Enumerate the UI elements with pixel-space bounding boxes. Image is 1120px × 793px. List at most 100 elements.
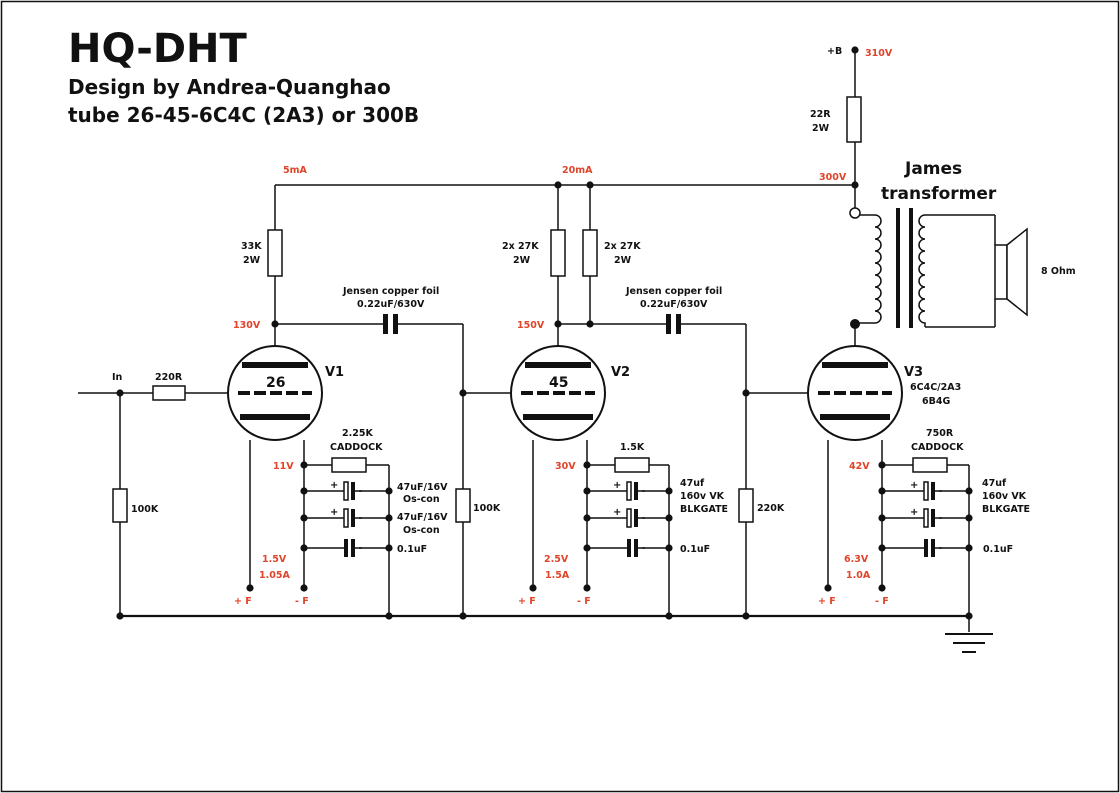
v2-cap1-rating: 160v VK: [680, 491, 725, 502]
svg-text:+: +: [613, 480, 621, 491]
v2-cathode-voltage: 30V: [555, 461, 576, 472]
resistor-100k-input: [112, 488, 128, 523]
v2-load-resistor-b: 2x 27K: [604, 241, 641, 252]
v1-filament-minus: - F: [295, 596, 309, 607]
v3-filament-voltage: 6.3V: [844, 554, 869, 565]
coupling1-grid-resistor: 100K: [473, 503, 501, 514]
v3-cap1-rating: 160v VK: [982, 491, 1027, 502]
v3-cap1-type: BLKGATE: [982, 504, 1030, 515]
resistor-27k-a: [550, 229, 566, 277]
v3-tube-type: 6C4C/2A3: [910, 382, 961, 393]
v2-cap3-value: 0.1uF: [680, 544, 710, 555]
v3-cathode-voltage: 42V: [849, 461, 870, 472]
v3-cathode-resistor: 750R: [926, 428, 954, 439]
v3-filament-plus: + F: [818, 596, 836, 607]
ground-icon: [945, 633, 993, 653]
v1-plate-voltage: 130V: [233, 320, 261, 331]
resistors: [112, 96, 948, 523]
v1-cap2-value: 47uF/16V: [397, 512, 448, 523]
svg-text:+: +: [330, 480, 338, 491]
v3-name: V3: [904, 365, 923, 380]
v2-load-wattage-a: 2W: [513, 255, 531, 266]
resistor-22r: [846, 96, 862, 143]
svg-text:+: +: [613, 507, 621, 518]
bplus-voltage: 310V: [865, 48, 893, 59]
resistor-220r: [152, 385, 186, 401]
tube-v3-symbol: [807, 345, 903, 441]
coupling-capacitors: [383, 314, 681, 334]
v1-cap3-value: 0.1uF: [397, 544, 427, 555]
v1-filament-voltage: 1.5V: [262, 554, 287, 565]
resistor-100k-grid: [455, 488, 471, 523]
input-grid-resistor: 100K: [131, 504, 159, 515]
v1-name: V1: [325, 365, 344, 380]
wires: [78, 50, 996, 632]
coupling1-value: 0.22uF/630V: [357, 299, 425, 310]
svg-text:+: +: [330, 507, 338, 518]
electrolytic-cap-v2-a: [618, 481, 646, 501]
v1-filament-plus: + F: [234, 596, 252, 607]
tube-options: tube 26-45-6C4C (2A3) or 300B: [68, 103, 420, 127]
v2-filament-minus: - F: [577, 596, 591, 607]
v3-cap3-value: 0.1uF: [983, 544, 1013, 555]
v1-cathode-resistor-brand: CADDOCK: [330, 442, 383, 453]
v1-cap1-value: 47uF/16V: [397, 482, 448, 493]
output-transformer: [849, 207, 926, 328]
rail-voltage: 300V: [819, 172, 847, 183]
coupling2-label: Jensen copper foil: [625, 286, 722, 297]
v2-filament-voltage: 2.5V: [544, 554, 569, 565]
transformer-label-1: James: [904, 159, 962, 179]
v2-plate-voltage: 150V: [517, 320, 545, 331]
resistor-33k: [267, 229, 283, 277]
coupling-cap-2: [666, 314, 671, 334]
coupling1-label: Jensen copper foil: [342, 286, 439, 297]
designer-credit: Design by Andrea-Quanghao: [68, 75, 391, 99]
v1-load-wattage: 2W: [243, 255, 261, 266]
bplus-label: +B: [827, 46, 842, 57]
v2-tube-type: 45: [549, 375, 568, 391]
electrolytic-cap-v2-b: [618, 508, 646, 528]
film-cap-v2: [618, 538, 646, 558]
resistor-2-25k: [331, 457, 367, 473]
coupling2-grid-resistor: 220K: [757, 503, 785, 514]
v1-cathode-voltage: 11V: [273, 461, 294, 472]
v2-cap1-type: BLKGATE: [680, 504, 728, 515]
v2-cathode-resistor: 1.5K: [620, 442, 645, 453]
svg-text:+: +: [910, 507, 918, 518]
v3-filament-current: 1.0A: [846, 570, 871, 581]
v3-cap1-value: 47uf: [982, 478, 1007, 489]
electrolytic-cap-v3-a: [915, 481, 943, 501]
v2-load-wattage-b: 2W: [614, 255, 632, 266]
v3-filament-minus: - F: [875, 596, 889, 607]
svg-text:+: +: [910, 480, 918, 491]
resistor-220k-grid: [738, 488, 754, 523]
supply-resistor-wattage: 2W: [812, 123, 830, 134]
input-label: In: [112, 372, 123, 383]
v1-tube-type: 26: [266, 375, 285, 391]
electrolytic-cap-v1-a: [335, 481, 363, 501]
input-series-resistor: 220R: [155, 372, 183, 383]
diagram-title: HQ-DHT: [68, 26, 247, 72]
v2-name: V2: [611, 365, 630, 380]
resistor-27k-b: [582, 229, 598, 277]
supply-resistor-value: 22R: [810, 109, 831, 120]
v2-load-resistor-a: 2x 27K: [502, 241, 539, 252]
film-cap-v3: [915, 538, 943, 558]
coupling-cap-1: [383, 314, 388, 334]
resistor-1-5k: [614, 457, 650, 473]
v1-cap2-type: Os-con: [403, 525, 440, 536]
v1-filament-current: 1.05A: [259, 570, 290, 581]
coupling2-value: 0.22uF/630V: [640, 299, 708, 310]
electrolytic-cap-v1-b: [335, 508, 363, 528]
tube-v1-symbol: [227, 345, 323, 441]
junction-dots: [116, 46, 973, 620]
v1-cap1-type: Os-con: [403, 494, 440, 505]
v2-filament-plus: + F: [518, 596, 536, 607]
speaker-impedance: 8 Ohm: [1041, 266, 1076, 277]
film-cap-v1: [335, 538, 363, 558]
stage2-current: 20mA: [562, 165, 593, 176]
v1-cathode-resistor: 2.25K: [342, 428, 373, 439]
resistor-750r: [912, 457, 948, 473]
